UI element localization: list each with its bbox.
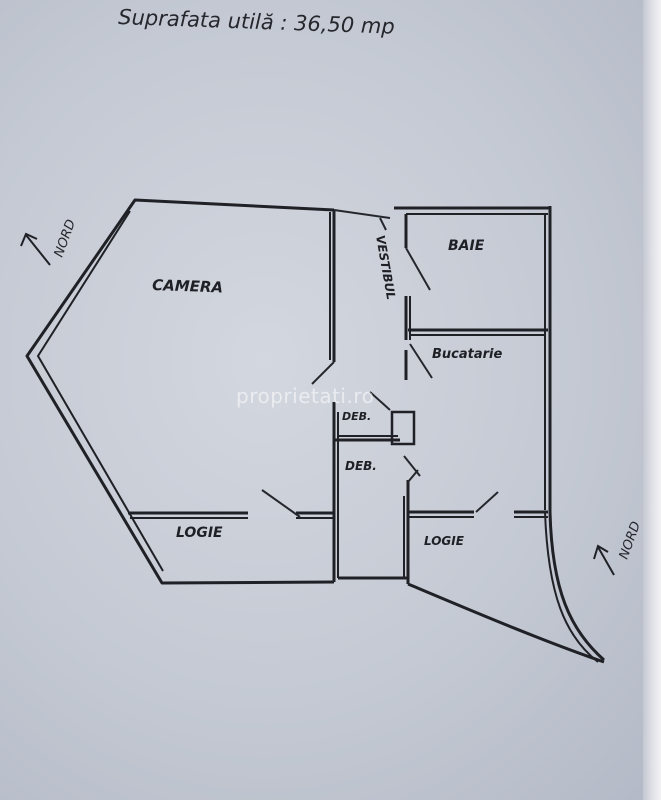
logia-left-walls — [128, 489, 334, 519]
room-label-bucatarie: Bucatarie — [432, 347, 502, 362]
paper-edge — [643, 0, 661, 800]
surface-area-text: Suprafata utilă : 36,50 mp — [118, 5, 395, 39]
corridor-walls — [311, 209, 421, 584]
north-label-left: NORD — [52, 218, 79, 260]
north-arrow-left: NORD — [20, 218, 79, 266]
room-label-baie: BAIE — [448, 238, 485, 254]
room-label-deb-lower: DEB. — [345, 459, 377, 473]
watermark-text: proprietati.ro — [236, 384, 375, 408]
logia-right-walls — [407, 491, 605, 664]
room-label-deb-upper: DEB. — [342, 410, 371, 423]
north-arrow-right: NORD — [593, 520, 644, 576]
room-label-logie-left: LOGIE — [176, 525, 223, 541]
north-label-right: NORD — [617, 520, 644, 562]
service-block-walls — [394, 206, 552, 512]
room-label-camera: CAMERA — [152, 276, 224, 296]
room-label-logie-right: LOGIE — [424, 534, 465, 548]
camera-walls — [25, 198, 336, 585]
room-label-vestibul: VESTIBUL — [373, 234, 398, 301]
